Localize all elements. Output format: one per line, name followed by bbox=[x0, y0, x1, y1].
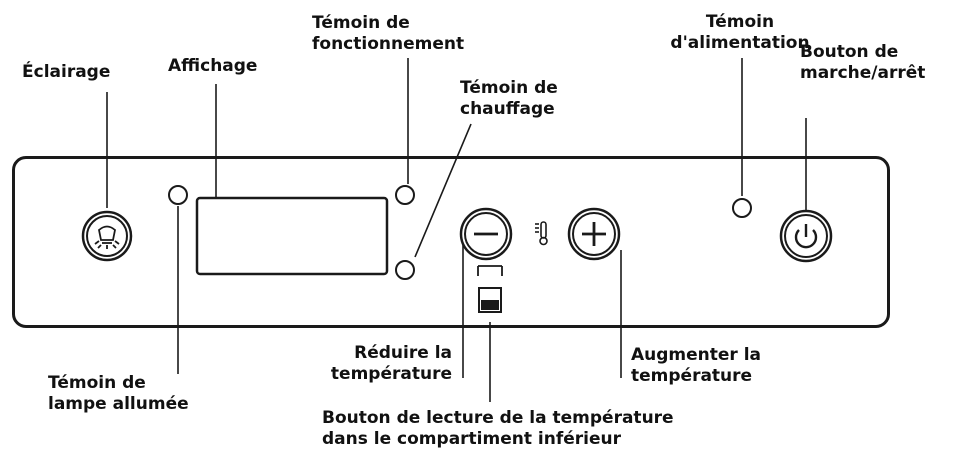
label-temoin-fonctionnement: Témoin de fonctionnement bbox=[312, 13, 465, 54]
decrease-temperature-button[interactable] bbox=[459, 207, 513, 261]
lamp-indicator-led bbox=[168, 185, 188, 205]
heating-indicator-led bbox=[395, 260, 415, 280]
label-bouton-lecture: Bouton de lecture de la température dans… bbox=[322, 408, 674, 449]
increase-temperature-button[interactable] bbox=[567, 207, 621, 261]
lower-compartment-icon bbox=[478, 287, 502, 313]
operating-indicator-led bbox=[395, 185, 415, 205]
power-indicator-led bbox=[732, 198, 752, 218]
light-button[interactable] bbox=[81, 210, 133, 262]
label-eclairage: Éclairage bbox=[22, 62, 111, 82]
label-reduire-temperature: Réduire la température bbox=[330, 343, 452, 384]
label-bouton-marche-arret: Bouton de marche/arrêt bbox=[800, 42, 926, 83]
label-augmenter-temperature: Augmenter la température bbox=[631, 345, 762, 386]
label-temoin-chauffage: Témoin de chauffage bbox=[460, 78, 558, 119]
power-icon bbox=[794, 224, 818, 249]
lower-compartment-reading-button[interactable] bbox=[477, 265, 503, 313]
thermometer-icon bbox=[535, 221, 548, 246]
plus-icon bbox=[582, 222, 606, 246]
power-button[interactable] bbox=[779, 209, 833, 263]
label-temoin-alimentation: Témoin d'alimentation bbox=[670, 12, 810, 53]
lamp-icon bbox=[94, 225, 120, 249]
label-affichage: Affichage bbox=[168, 56, 258, 76]
label-temoin-lampe: Témoin de lampe allumée bbox=[48, 373, 189, 414]
display-screen bbox=[195, 196, 389, 276]
